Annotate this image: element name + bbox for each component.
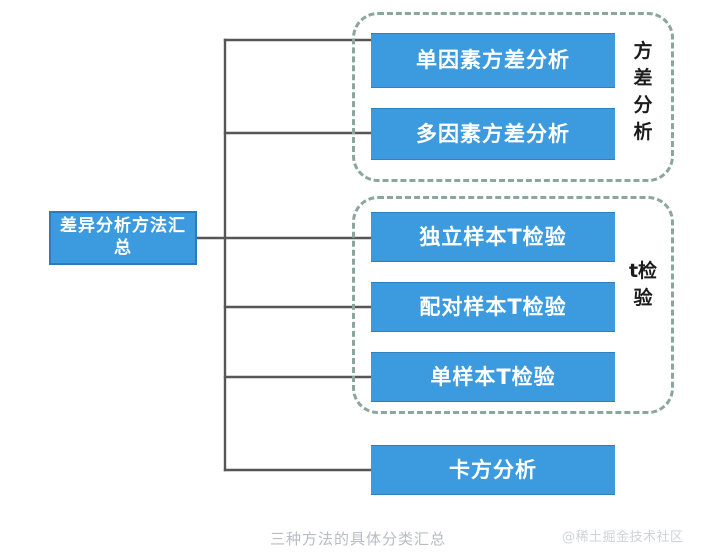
diagram-caption: 三种方法的具体分类汇总 — [270, 530, 447, 548]
group-anova-label: 方差分析 — [633, 40, 653, 143]
node-paired-sample-t-test[interactable]: 配对样本T检验 — [371, 282, 615, 332]
node-chi-square-analysis[interactable]: 卡方分析 — [371, 445, 615, 495]
node-one-sample-t-test[interactable]: 单样本T检验 — [371, 352, 615, 402]
group-anova — [352, 12, 674, 182]
group-t-test-label: t检验 — [628, 260, 658, 309]
watermark: @稀土掘金技术社区 — [562, 530, 684, 545]
node-multi-way-anova[interactable]: 多因素方差分析 — [371, 108, 615, 160]
node-one-way-anova[interactable]: 单因素方差分析 — [371, 33, 615, 88]
node-root[interactable]: 差异分析方法汇总 — [49, 211, 197, 265]
group-t-test — [352, 196, 674, 414]
node-independent-sample-t-test[interactable]: 独立样本T检验 — [371, 212, 615, 262]
